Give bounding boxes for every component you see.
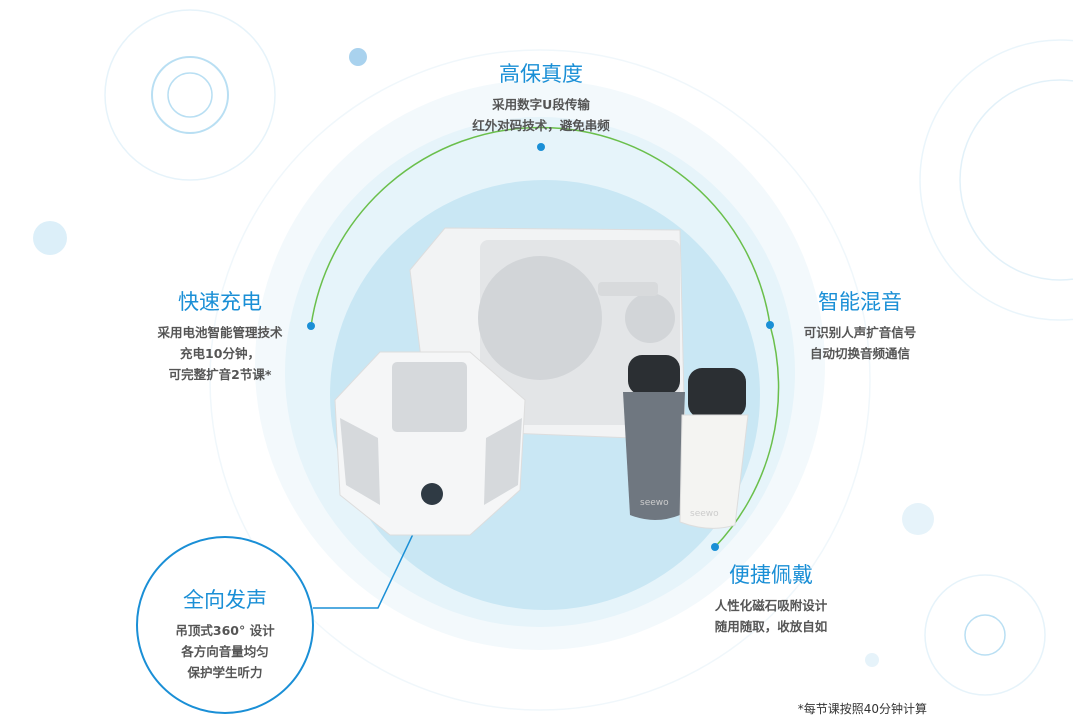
footnote: *每节课按照40分钟计算 xyxy=(797,702,927,716)
feature-fast-charge: 快速充电 采用电池智能管理技术 充电10分钟， 可完整扩音2节课* xyxy=(120,286,320,385)
feature-smart-mixing: 智能混音 可识别人声扩音信号 自动切换音频通信 xyxy=(760,286,960,364)
microphone-white-image: seewo xyxy=(679,368,749,529)
ceiling-speaker-image xyxy=(334,351,526,536)
feature-high-fidelity: 高保真度 采用数字U段传输 红外对码技术，避免串频 xyxy=(441,58,641,136)
microphone-gray-image: seewo xyxy=(623,355,685,520)
green-arc-top xyxy=(310,126,771,327)
feature-title: 智能混音 xyxy=(818,290,902,314)
svg-text:seewo: seewo xyxy=(690,509,719,519)
feature-omnidirectional: 全向发声 吊顶式360° 设计 各方向音量均匀 保护学生听力 xyxy=(125,584,325,683)
feature-title: 高保真度 xyxy=(499,62,583,86)
feature-easy-wear: 便捷佩戴 人性化磁石吸附设计 随用随取，收放自如 xyxy=(671,559,871,637)
mic-brand-label: seewo xyxy=(640,498,669,508)
feature-title: 快速充电 xyxy=(178,290,262,314)
feature-title: 全向发声 xyxy=(183,588,267,612)
feature-title: 便捷佩戴 xyxy=(729,563,813,587)
